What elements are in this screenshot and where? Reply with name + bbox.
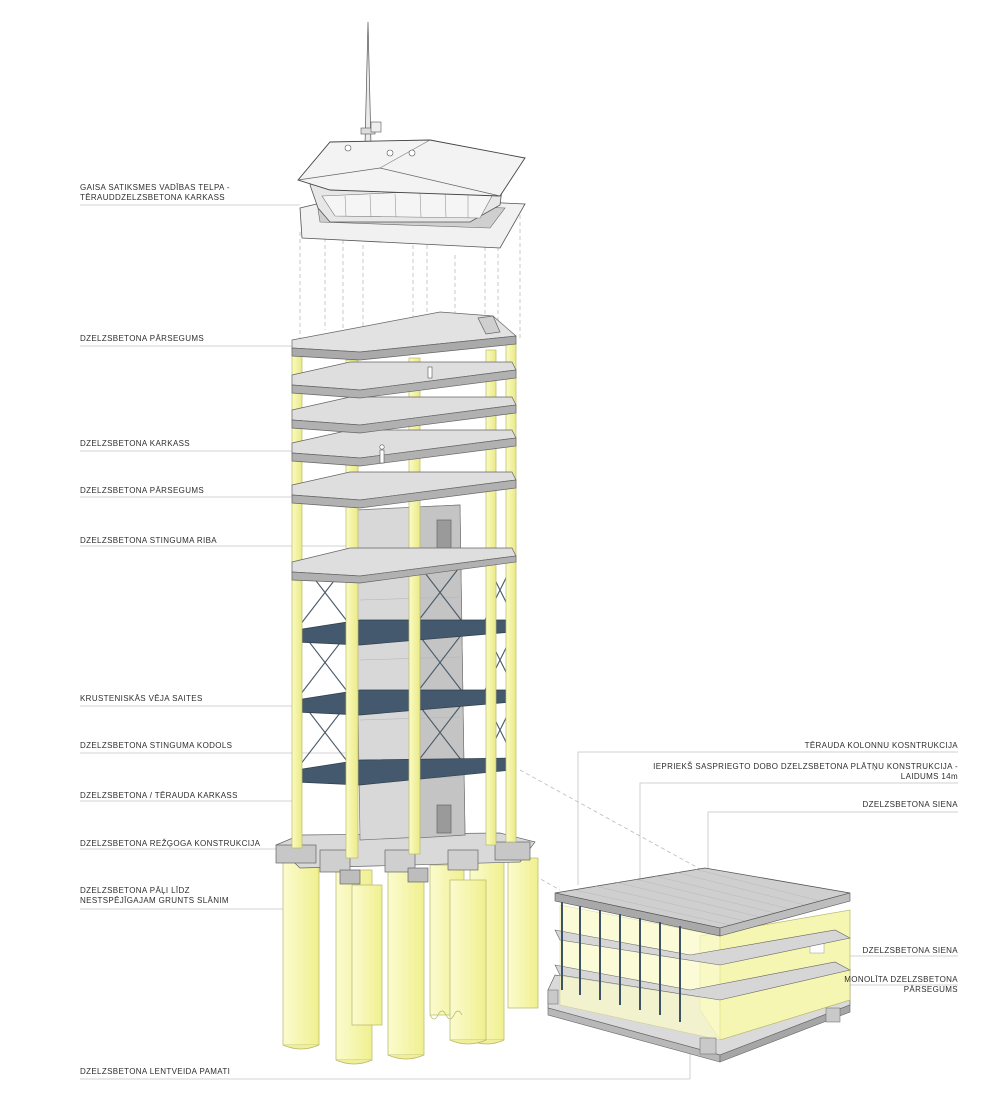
leader-lines-right	[577, 751, 958, 1079]
label-rc-slab-top: DZELZSBETONA PĀRSEGUMS	[80, 334, 204, 344]
label-line: DZELZSBETONA / TĒRAUDA KARKASS	[80, 791, 238, 800]
label-line: DZELZSBETONA REŽĢOGA KONSTRUKCIJA	[80, 839, 261, 848]
scale-figures	[379, 366, 433, 464]
annex-base-details	[547, 989, 841, 1055]
label-rc-steel-frame: DZELZSBETONA / TĒRAUDA KARKASS	[80, 791, 238, 801]
label-steel-column: TĒRAUDA KOLONNU KOSNTRUKCIJA	[805, 741, 958, 751]
floor-slabs	[291, 311, 517, 584]
label-monolithic-slab: MONOLĪTA DZELZSBETONA PĀRSEGUMS	[844, 975, 958, 995]
label-line: DZELZSBETONA PĀRSEGUMS	[80, 486, 205, 495]
label-line: PĀRSEGUMS	[903, 985, 958, 994]
grillage	[275, 832, 536, 885]
label-air-traffic-room: GAISA SATIKSMES VADĪBAS TELPA - TĒRAUDDZ…	[80, 183, 230, 203]
label-cross-wind-bracing: KRUSTENISKĀS VĒJA SAITES	[80, 694, 203, 704]
label-line: IEPRIEKŠ SASPRIEGTO DOBO DZELZSBETONA PL…	[653, 762, 958, 771]
label-rc-frame: DZELZSBETONA KARKASS	[80, 439, 190, 449]
label-line: TĒRAUDDZELZSBETONA KARKASS	[80, 193, 225, 202]
leader-lines-left	[80, 204, 690, 1080]
label-rc-wall-side: DZELZSBETONA SIENA	[862, 946, 958, 956]
label-line: DZELZSBETONA PĀĻI LĪDZ	[80, 886, 190, 895]
label-rc-stiffening-core: DZELZSBETONA STINGUMA KODOLS	[80, 741, 232, 751]
label-line: GAISA SATIKSMES VADĪBAS TELPA -	[80, 183, 230, 192]
annex-building	[547, 867, 851, 1063]
label-line: DZELZSBETONA STINGUMA RIBA	[80, 536, 217, 545]
label-line: DZELZSBETONA STINGUMA KODOLS	[80, 741, 233, 750]
control-room	[297, 21, 526, 249]
label-line: DZELZSBETONA LENTVEIDA PAMATI	[80, 1067, 231, 1076]
label-rc-slab-mid: DZELZSBETONA PĀRSEGUMS	[80, 486, 204, 496]
label-prestressed-slab: IEPRIEKŠ SASPRIEGTO DOBO DZELZSBETONA PL…	[653, 762, 958, 782]
piles	[282, 857, 539, 1065]
label-line: MONOLĪTA DZELZSBETONA	[844, 975, 958, 984]
label-line: DZELZSBETONA SIENA	[862, 800, 958, 809]
label-line: KRUSTENISKĀS VĒJA SAITES	[80, 694, 203, 703]
label-line: DZELZSBETONA PĀRSEGUMS	[80, 334, 205, 343]
label-rc-wall-top: DZELZSBETONA SIENA	[862, 800, 958, 810]
label-line: LAIDUMS 14m	[900, 772, 958, 781]
label-line: NESTSPĒJĪGAJAM GRUNTS SLĀNIM	[80, 896, 229, 905]
label-rc-strip-foundation: DZELZSBETONA LENTVEIDA PAMATI	[80, 1067, 230, 1077]
label-line: DZELZSBETONA KARKASS	[80, 439, 190, 448]
label-line: DZELZSBETONA SIENA	[862, 946, 958, 955]
label-rc-piles: DZELZSBETONA PĀĻI LĪDZ NESTSPĒJĪGAJAM GR…	[80, 886, 229, 906]
label-line: TĒRAUDA KOLONNU KOSNTRUKCIJA	[804, 741, 958, 750]
label-rc-grillage: DZELZSBETONA REŽĢOGA KONSTRUKCIJA	[80, 839, 260, 849]
label-rc-stiffening-edge: DZELZSBETONA STINGUMA RIBA	[80, 536, 217, 546]
